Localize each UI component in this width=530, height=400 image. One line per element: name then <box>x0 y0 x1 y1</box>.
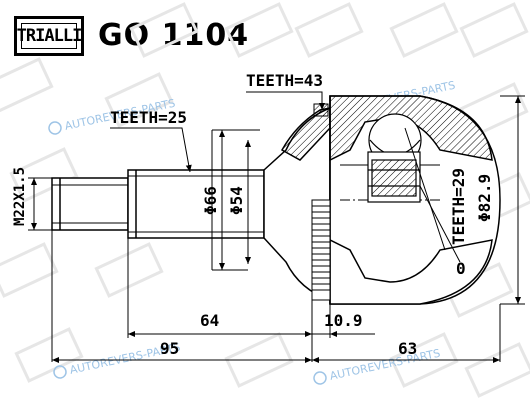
brand-logo: TRIALLI <box>14 16 84 56</box>
splined-shaft <box>127 169 265 239</box>
label-thread: M22X1.5 <box>12 167 28 226</box>
label-dia-82: Φ82.9 <box>475 174 494 222</box>
label-ring: 0 <box>456 259 466 278</box>
leader-ring <box>419 185 461 263</box>
watermark-text-4: AUTOREVERS-PARTS <box>313 347 441 385</box>
label-dia-66: Φ66 <box>201 186 220 215</box>
label-teeth-29: TEETH=29 <box>449 168 468 245</box>
abs-ring <box>311 199 331 301</box>
label-len-10: 10.9 <box>324 311 363 330</box>
label-teeth-43: TEETH=43 <box>246 71 323 90</box>
part-number: GO 1104 <box>98 18 250 53</box>
label-dia-54: Φ54 <box>227 186 246 215</box>
leader-teeth-25 <box>110 127 192 173</box>
threaded-stub <box>51 177 129 231</box>
inner-race <box>367 113 422 203</box>
label-len-63: 63 <box>398 339 417 358</box>
label-len-95: 95 <box>160 339 179 358</box>
brand-logo-text: TRIALLI <box>17 23 82 49</box>
top-teeth <box>313 103 329 117</box>
leader-teeth-43 <box>246 91 325 110</box>
label-teeth-25: TEETH=25 <box>110 108 187 127</box>
leader-teeth-29 <box>404 127 446 251</box>
label-len-64: 64 <box>200 311 219 330</box>
